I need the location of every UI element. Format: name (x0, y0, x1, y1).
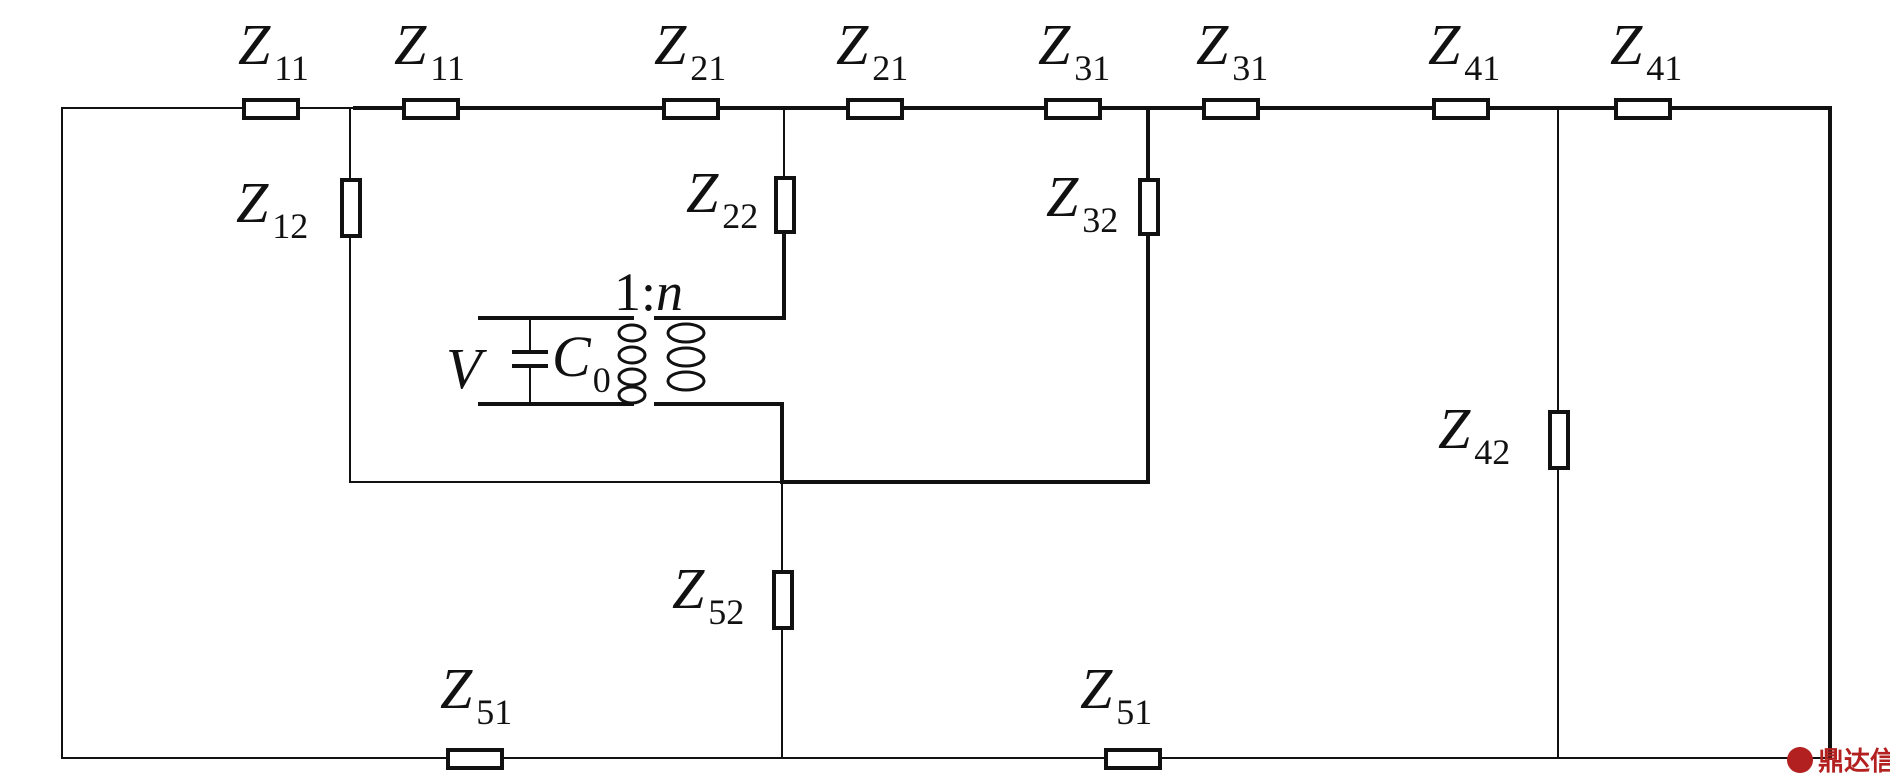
transformer-ratio-label: 1:n (614, 262, 683, 322)
resistor-z52 (772, 570, 794, 630)
resistor-z12 (340, 178, 362, 238)
secondary-loop-2 (666, 346, 706, 368)
wires (61, 106, 1832, 760)
primary-loop-1 (617, 323, 647, 343)
label-voltage: V (446, 336, 488, 401)
watermark: 鼎达信 (1787, 747, 1890, 777)
resistor-z41-a (1432, 98, 1490, 120)
resistor-z31-b (1202, 98, 1260, 120)
label-capacitor: C0 (552, 324, 611, 400)
secondary-coil (666, 322, 706, 392)
resistor-z31-a (1044, 98, 1102, 120)
secondary-loop-3 (666, 370, 706, 392)
resistor-z22 (774, 176, 796, 234)
primary-coil (617, 323, 647, 405)
resistor-z11-a (242, 98, 300, 120)
primary-loop-3 (617, 367, 647, 387)
watermark-logo-icon (1787, 747, 1813, 773)
resistor-z51-a (446, 748, 504, 770)
primary-loop-2 (617, 345, 647, 365)
secondary-loop-1 (666, 322, 706, 344)
transformer (617, 316, 706, 406)
resistor-z32 (1138, 178, 1160, 236)
resistor-z51-b (1104, 748, 1162, 770)
resistor-symbols (242, 98, 1672, 770)
resistor-z21-b (846, 98, 904, 120)
resistor-z42 (1548, 410, 1570, 470)
watermark-text: 鼎达信 (1818, 747, 1890, 777)
resistor-z21-a (662, 98, 720, 120)
resistor-z41-b (1614, 98, 1672, 120)
resistor-z11-b (402, 98, 460, 120)
primary-loop-4 (617, 385, 647, 405)
